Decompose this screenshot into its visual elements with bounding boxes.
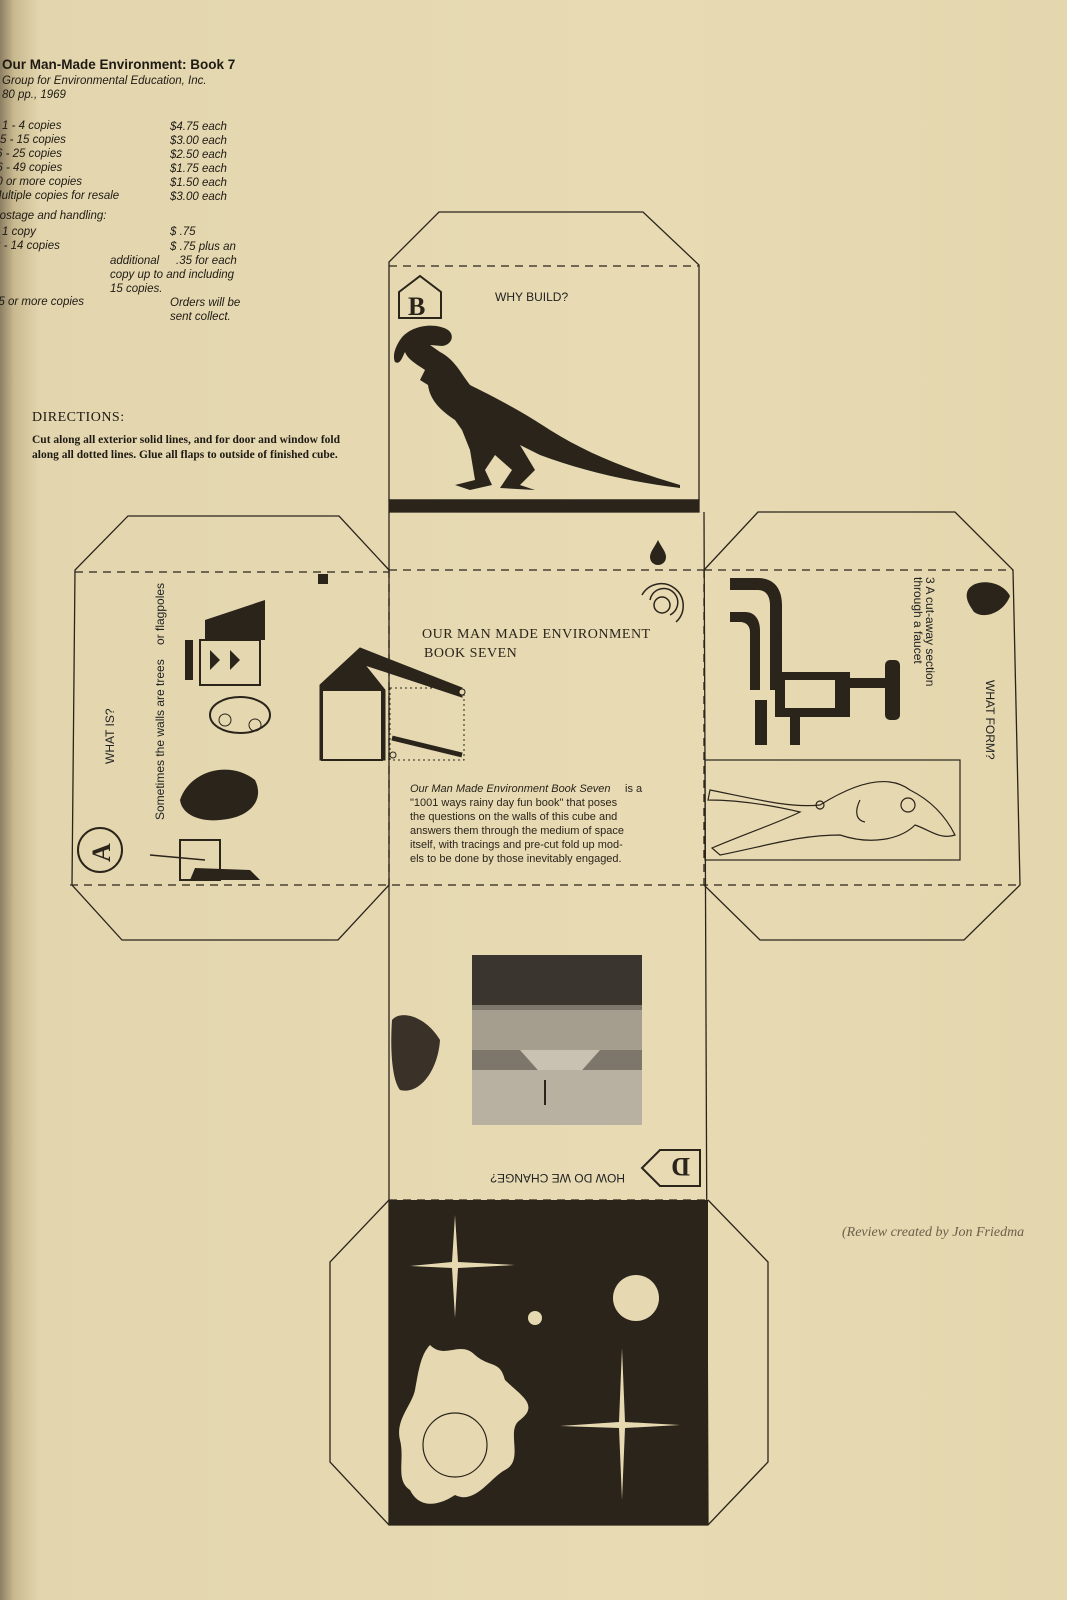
postage-line: sent collect. <box>170 311 231 323</box>
left-face-outline <box>71 515 390 941</box>
right-face-outline <box>703 511 1021 941</box>
pages-year: 80 pp., 1969 <box>2 89 66 101</box>
figure-tracing-illustration <box>704 759 961 861</box>
price-qty: 6 - 25 copies <box>0 148 62 160</box>
postage-qty: 2 - 14 copies <box>0 240 60 252</box>
postage-line: 15 copies. <box>110 283 163 295</box>
postage-heading: Postage and handling: <box>0 210 107 222</box>
right-caption-2: through a faucet <box>911 577 925 664</box>
postage-qty: 1 copy <box>2 226 36 238</box>
price-qty: 5 - 15 copies <box>0 134 66 146</box>
svg-text:Our Man Made Environment Book: Our Man Made Environment Book Seven <box>410 783 611 795</box>
price-value: $3.00 each <box>170 135 227 147</box>
svg-text:A: A <box>87 843 116 862</box>
postage-line: .35 for each <box>176 255 237 267</box>
center-title-line2: BOOK SEVEN <box>424 646 517 661</box>
svg-text:itself, with tracings and pre-: itself, with tracings and pre-cut fold u… <box>410 839 623 851</box>
svg-text:answers them through the mediu: answers them through the medium of space <box>410 825 624 837</box>
faucet-cutaway-icon <box>730 578 900 745</box>
dark-band <box>388 499 700 513</box>
door-window-cutout <box>319 647 466 761</box>
letter-a-badge: A <box>77 827 123 873</box>
svg-text:"1001 ways rainy day fun book": "1001 ways rainy day fun book" that pose… <box>410 797 618 809</box>
wave-rings-icon <box>641 582 684 623</box>
book-title: Our Man-Made Environment: Book 7 <box>2 57 236 72</box>
svg-text:is a: is a <box>625 783 643 795</box>
castle-illustration <box>149 574 328 881</box>
price-value: $2.50 each <box>170 149 227 161</box>
svg-text:D: D <box>671 1152 690 1181</box>
center-description: Our Man Made Environment Book Seven is a… <box>410 783 643 865</box>
price-value: $1.50 each <box>170 177 227 189</box>
price-value: $3.00 each <box>170 191 227 203</box>
price-qty: Multiple copies for resale <box>0 190 120 202</box>
directions-heading: DIRECTIONS: <box>32 410 125 425</box>
letter-b-badge: B <box>398 274 442 321</box>
postage-price: $ .75 plus an <box>170 241 236 253</box>
left-face-label: WHAT IS? <box>103 708 117 764</box>
svg-text:B: B <box>408 292 425 321</box>
price-value: $1.75 each <box>170 163 227 175</box>
animal-head-icon <box>391 1015 440 1091</box>
postage-line: additional <box>110 255 160 267</box>
postage-price: $ .75 <box>170 226 196 238</box>
right-caption-1: 3 A cut-away section <box>923 577 937 686</box>
review-credit: (Review created by Jon Friedma <box>842 1225 1025 1240</box>
letter-d-badge: D <box>640 1149 701 1187</box>
price-qty: 50 or more copies <box>0 176 83 188</box>
space-scene-panel <box>389 1200 708 1525</box>
letter-c-badge <box>966 582 1010 616</box>
right-face-label: WHAT FORM? <box>983 680 997 760</box>
center-title-line1: OUR MAN MADE ENVIRONMENT <box>422 627 651 642</box>
price-value: $4.75 each <box>170 121 227 133</box>
pyramid-photo <box>472 955 642 1125</box>
price-qty: 26 - 49 copies <box>0 162 63 174</box>
directions-body: Cut along all exterior solid lines, and … <box>32 434 340 461</box>
postage-line: copy up to and including <box>110 269 235 281</box>
postage-line: Orders will be <box>170 297 241 309</box>
postage-qty: 15 or more copies <box>0 296 85 308</box>
svg-text:els to be done by those inevit: els to be done by those inevitably engag… <box>410 853 622 865</box>
svg-text:the questions on the walls of: the questions on the walls of this cube … <box>410 811 617 823</box>
dinosaur-skeleton-icon <box>393 325 680 490</box>
bottom-face-label: HOW DO WE CHANGE? <box>490 1171 625 1185</box>
left-caption-a: Sometimes the walls are trees <box>153 659 167 820</box>
left-caption-b: or flagpoles <box>153 583 167 645</box>
price-qty: 1 - 4 copies <box>2 120 62 132</box>
center-face-drop-icon <box>650 540 666 565</box>
top-face-label: WHY BUILD? <box>495 290 568 304</box>
publisher: Group for Environmental Education, Inc. <box>2 75 207 87</box>
